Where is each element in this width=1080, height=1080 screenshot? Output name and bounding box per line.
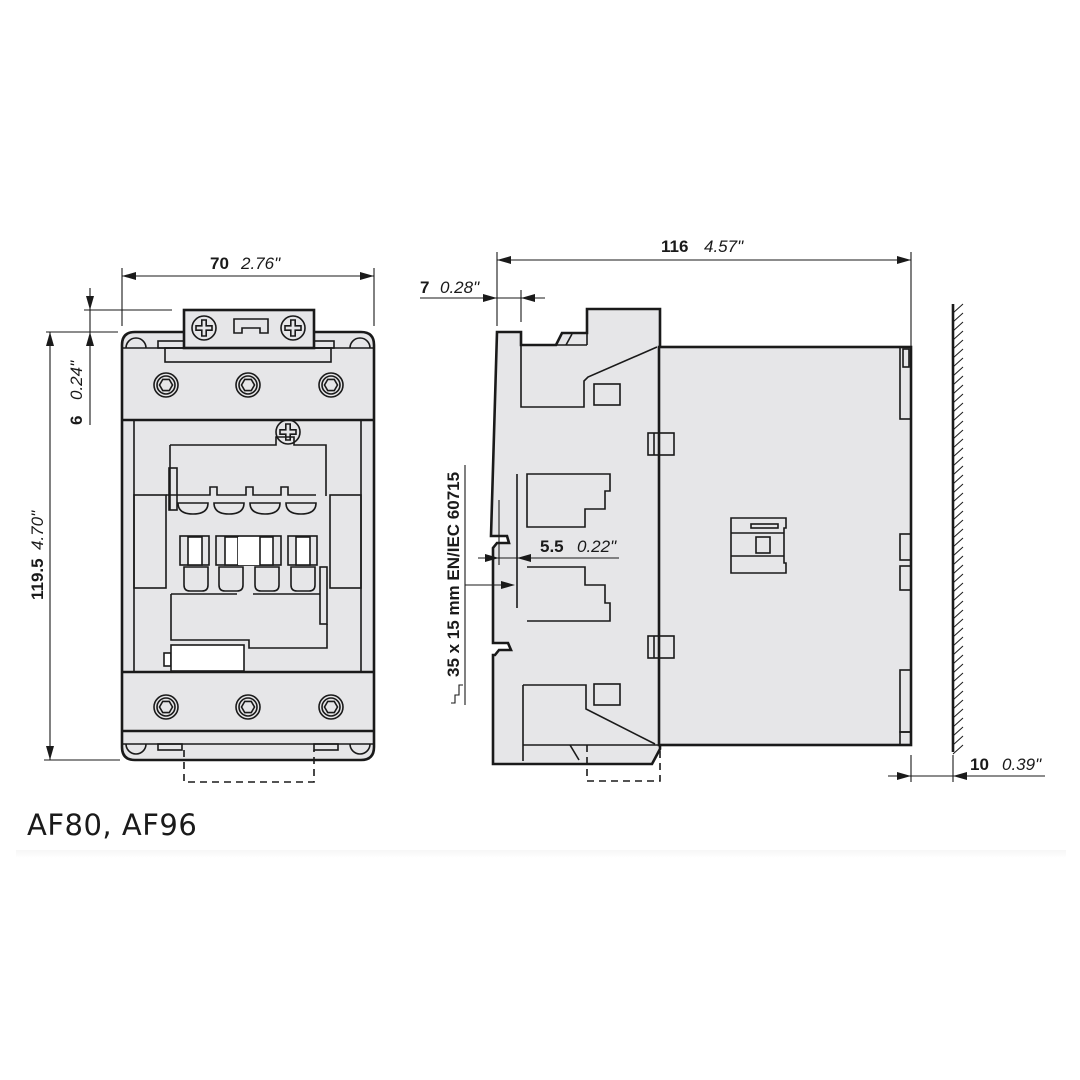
depth-mm: 116 [661, 237, 688, 256]
height-mm: 119.5 [28, 558, 47, 600]
clearance-inch: 0.39" [1002, 755, 1042, 774]
rail-inch: 0.22" [577, 537, 617, 556]
clearance-mm: 10 [970, 755, 989, 774]
product-caption: AF80, AF96 [27, 808, 198, 842]
flange-inch: 0.28" [440, 278, 480, 297]
rail-mm: 5.5 [540, 537, 564, 556]
width-mm: 70 [210, 254, 229, 273]
depth-inch: 4.57" [704, 237, 744, 256]
caption-divider [16, 850, 1066, 858]
offset-mm: 6 [67, 416, 86, 425]
height-inch: 4.70" [28, 510, 47, 550]
width-inch: 2.76" [240, 254, 281, 273]
front-view [120, 308, 376, 783]
side-view [489, 307, 913, 782]
side-dimensions: 116 4.57" 7 0.28" 5.5 0.22" 35 x 15 mm E… [420, 237, 1045, 782]
rail-standard-label: 35 x 15 mm EN/IEC 60715 [444, 472, 463, 677]
offset-inch: 0.24" [67, 360, 86, 400]
mounting-wall [951, 303, 964, 755]
front-dimensions: 70 2.76" 6 0.24" 119.5 4.70" [28, 254, 375, 761]
flange-mm: 7 [420, 278, 429, 297]
